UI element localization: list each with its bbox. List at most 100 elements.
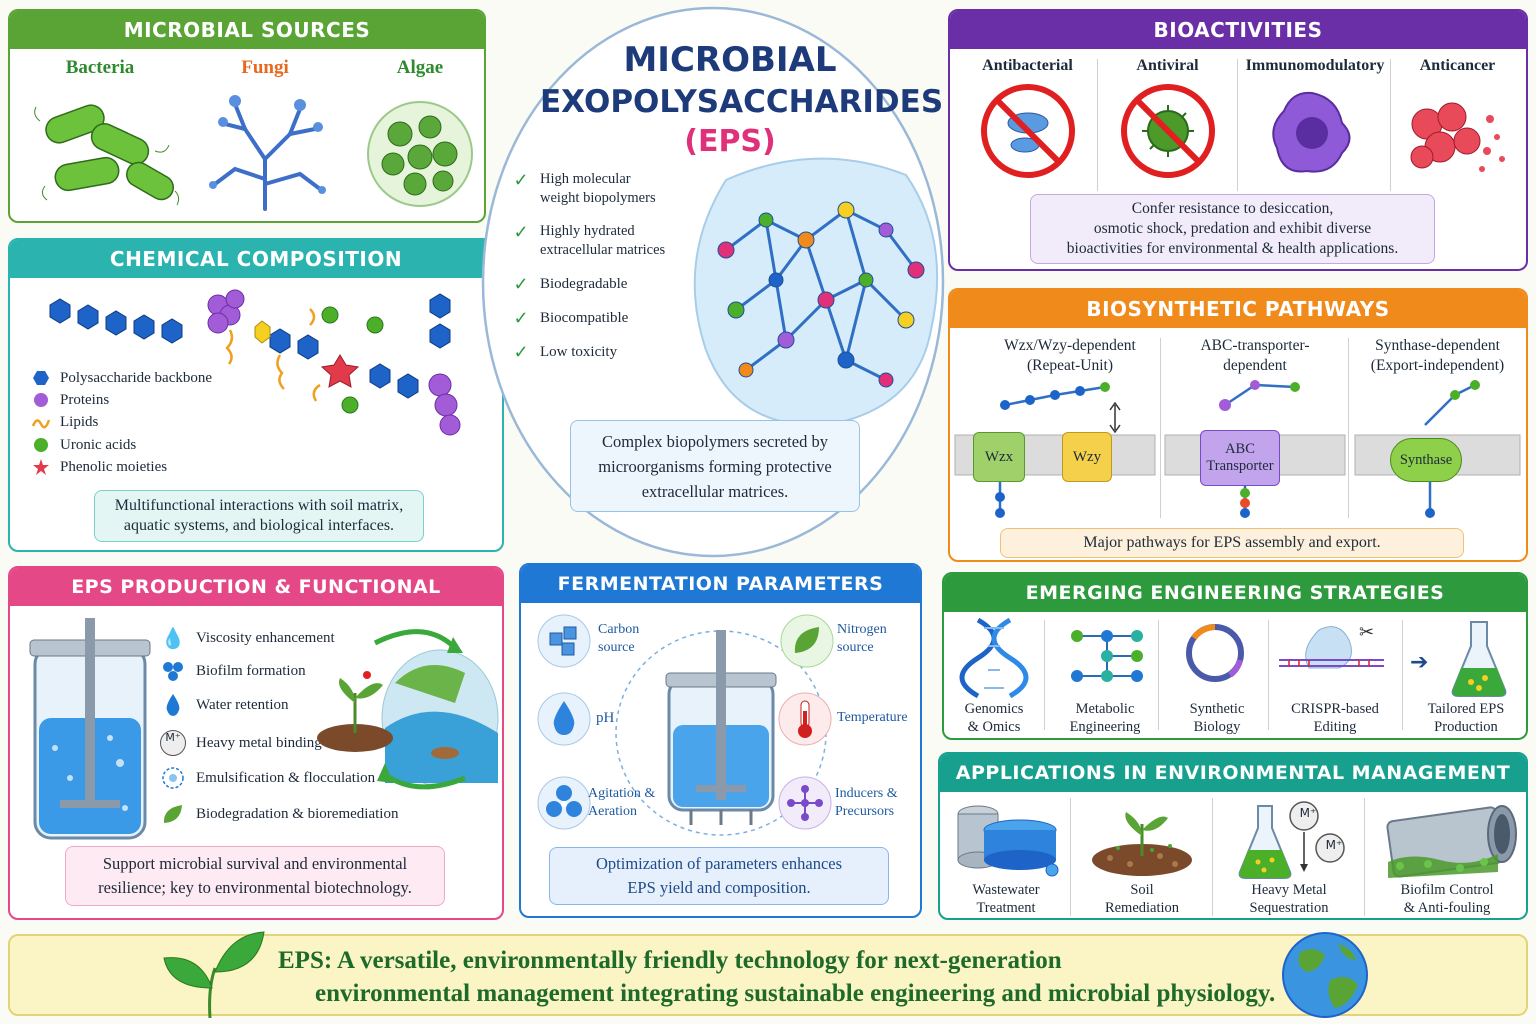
algae-icon [367,101,473,207]
strategy-line: Synthetic [1189,701,1245,717]
circle-icon [30,437,52,453]
property-item: Emulsification & flocculation [160,766,375,790]
property-item: ✓ Biocompatible [510,308,628,328]
divider [1364,798,1365,916]
check-icon: ✓ [513,222,529,242]
property-label: Biofilm formation [196,662,306,679]
property-line: extracellular matrices [540,242,666,258]
panel-title: BIOACTIVITIES [950,11,1526,49]
metal-ion-icon: M⁺ [160,730,186,756]
leaf-icon [780,614,834,668]
param-line: Nitrogen [837,622,887,637]
panel-title: FERMENTATION PARAMETERS [521,565,920,603]
environment-cycle-icon [317,629,499,790]
strategy-line: Biology [1193,719,1241,735]
panel-engineering-strategies: EMERGING ENGINEERING STRATEGIES ✂ ➔ Geno… [942,572,1528,740]
center-title-abbr: (EPS) [684,124,776,159]
property-item: M⁺ Heavy metal binding [160,730,322,756]
bioactivity-label: Immunomodulatory [1245,57,1385,74]
hexagon-icon [30,370,52,386]
application-line: & Anti-fouling [1403,900,1491,916]
panel-applications: APPLICATIONS IN ENVIRONMENTAL MANAGEMENT… [938,752,1528,920]
synthase-protein: Synthase [1390,438,1462,482]
strategy-label: Genomics& Omics [944,700,1044,736]
bioreactor-icon [29,618,151,840]
molecule-icon [778,776,832,830]
panel-microbial-sources: MICROBIAL SOURCES Bacteria Fungi Algae [8,9,486,223]
bioactivity-label: Antiviral [1136,57,1199,74]
abc-label: Transporter [1206,458,1274,474]
property-item: ✓ Low toxicity [510,342,617,362]
eps-chain-diagram [49,289,461,436]
panel-biosynthetic-pathways: BIOSYNTHETIC PATHWAYS Wzx/Wzy-dependent(… [948,288,1528,562]
pathway-line: dependent [1223,357,1287,374]
metabolic-network-icon [1071,630,1143,682]
strategy-line: Engineering [1069,719,1141,735]
pathway-label: Wzx/Wzy-dependent(Repeat-Unit) [970,336,1170,376]
divider [1390,59,1391,191]
param-line: Precursors [835,804,895,819]
legend-label: Polysaccharide backbone [60,369,213,386]
pathway-line: ABC-transporter- [1200,337,1310,354]
pathway-label: ABC-transporter-dependent [1160,336,1350,376]
wastewater-tank-icon [957,805,1059,877]
dna-icon [959,617,1029,699]
divider [1348,338,1349,518]
property-item: Water retention [160,694,289,716]
panel-title: EPS PRODUCTION & FUNCTIONAL PROPERTIES [10,568,502,636]
property-line: High molecular [540,171,631,187]
banner-line2: environmental management integrating sus… [315,980,1276,1007]
note-line: resilience; key to environmental biotech… [98,878,412,897]
fermentation-note: Optimization of parameters enhances EPS … [549,847,889,905]
legend-item-phenolic: Phenolic moieties [30,457,167,477]
immune-cell-icon [1272,91,1351,173]
legend-label: Phenolic moieties [60,458,168,475]
application-line: Heavy Metal [1251,882,1327,898]
emulsion-icon [160,766,186,790]
divider [1158,620,1159,730]
property-label: Heavy metal binding [196,734,322,751]
application-label: Biofilm Control& Anti-fouling [1368,881,1526,917]
arrow-icon: ➔ [1410,650,1429,675]
svg-text:✂: ✂ [1359,622,1374,643]
strategy-line: Tailored EPS [1427,701,1505,717]
param-line: Inducers & [835,786,898,801]
strategy-label: Tailored EPS Production [1406,700,1526,736]
check-icon: ✓ [513,170,529,190]
application-line: Treatment [976,900,1036,916]
ph-param: pH [536,691,656,751]
property-line: Biodegradable [540,275,628,292]
note-line: extracellular matrices. [641,481,789,501]
center-title-line1: MICROBIAL [623,40,837,80]
panel-bioactivities: BIOACTIVITIES Antibacterial Antiviral Im… [948,9,1528,271]
banner-line1: EPS: A versatile, environmentally friend… [278,947,1062,974]
property-item: Biodegradation & bioremediation [160,802,398,826]
phenolic-star [320,354,360,388]
lipid-icon [30,414,52,430]
bioactivities-note: Confer resistance to desiccation, osmoti… [1030,194,1435,264]
drop-icon [160,694,186,716]
fermentation-ring [615,630,827,836]
property-item: Biofilm formation [160,660,306,682]
strategy-line: Production [1434,719,1498,735]
circle-icon [30,392,52,408]
strategy-line: Genomics [964,701,1024,717]
property-line: Biocompatible [540,309,629,326]
legend-item-proteins: Proteins [30,390,109,410]
antiviral-icon [1121,84,1215,178]
note-line: Multifunctional interactions with soil m… [114,497,404,514]
divider [1097,59,1098,191]
property-item: ✓ Biodegradable [510,274,627,294]
strategy-line: Editing [1313,719,1357,735]
drop-icon [537,692,591,746]
star-icon [30,458,52,476]
flask-icon [1451,621,1507,697]
panel-title: BIOSYNTHETIC PATHWAYS [950,290,1526,328]
legend-item-polysaccharide: Polysaccharide backbone [30,368,212,388]
legend-item-lipids: Lipids [30,412,98,432]
